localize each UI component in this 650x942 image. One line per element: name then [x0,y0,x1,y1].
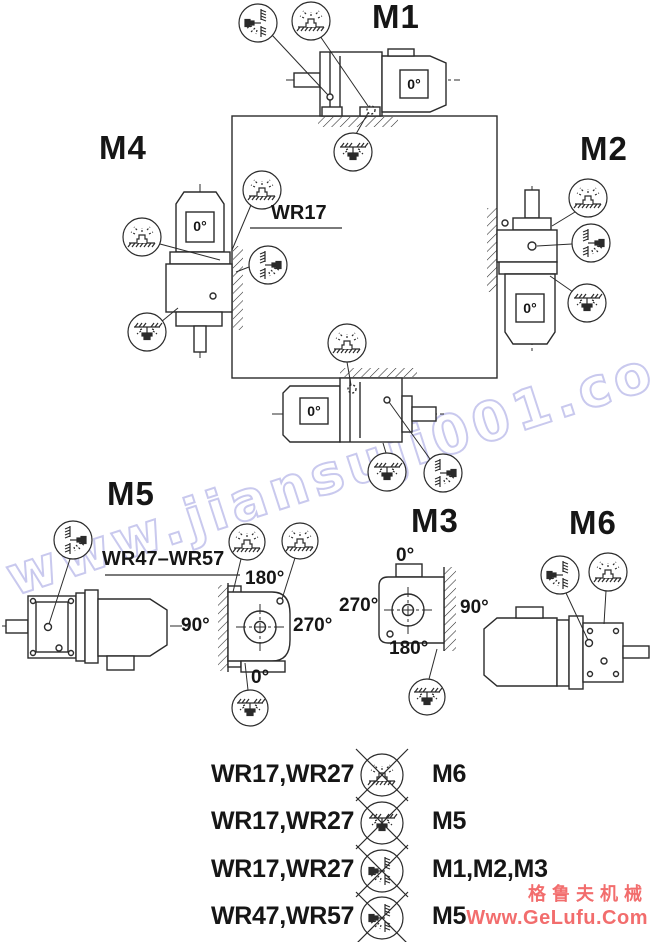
oil-drain-plug-symbol [333,132,373,172]
m2-dial-box [515,293,545,323]
plug-symbol-circles [53,1,628,942]
wall-hatch-m5-view [218,585,228,671]
m5-view-angle-right: 270° [293,615,333,636]
m3-view-angle-top: 0° [396,545,415,566]
label-m4: M4 [99,129,147,166]
m3-end-view-drawing [378,563,445,680]
floor-hatch-m1 [318,117,398,127]
label-m3: M3 [411,502,459,539]
brand-url: Www.GeLufu.Com [466,906,648,929]
m1-gearmotor-drawing [271,34,460,135]
legend-row-models: WR17,WR27 [211,807,355,835]
legend-row-positions: M5 [432,807,467,835]
m1-dial-label: 0° [407,76,421,92]
mounting-surface-hatching [218,117,497,671]
m4-dial-label: 0° [193,218,207,234]
label-m2: M2 [580,130,628,167]
m6-gearmotor-drawing [483,590,650,690]
oil-drain-plug-symbol [231,689,269,727]
label-m5: M5 [107,475,155,512]
oil-drain-plug-crossed-symbol [355,796,409,850]
breather-plug-symbol [588,552,628,592]
m5-view-angle-top: 180° [245,568,285,589]
label-m6: M6 [569,504,617,541]
label-m1: M1 [372,0,420,35]
legend-row-positions: M6 [432,760,467,788]
m1-dial-box [399,69,429,99]
m4-dial-box [185,211,215,243]
left-wall-hatch-m4 [233,246,243,330]
oil-level-plug-crossed-symbol [355,891,409,942]
legend-row-positions: M1,M2,M3 [432,855,548,883]
oil-level-plug-symbol [423,453,463,493]
label-wr17: WR17 [271,202,327,224]
oil-level-plug-symbol [571,223,611,263]
m5-gearmotor-drawing [2,558,240,671]
oil-drain-plug-symbol [127,312,167,352]
m5-view-angle-left: 90° [181,615,210,636]
brand-name-chinese: 格鲁夫机械 [528,884,648,904]
breather-plug-crossed-symbol [355,748,409,802]
breather-plug-symbol [327,323,367,363]
breather-plug-symbol [568,178,608,218]
breather-plug-symbol [122,217,162,257]
legend-row-positions: M5 [432,902,467,930]
ceiling-gearmotor-drawing [272,361,444,460]
oil-drain-plug-symbol [408,678,446,716]
breather-plug-symbol [228,523,266,561]
breather-plug-symbol [281,522,319,560]
m3-view-angle-bottom: 180° [389,638,429,659]
wall-hatch-m3-view [444,567,456,651]
ceiling-dial-label: 0° [307,403,321,419]
m5-view-angle-bottom: 0° [251,667,270,688]
m2-gearmotor-drawing [496,186,576,354]
legend-row-models: WR47,WR57 [211,902,355,930]
oil-drain-plug-symbol [367,452,407,492]
oil-drain-plug-symbol [567,283,607,323]
m3-view-angle-right: 90° [460,597,489,618]
legend-row-models: WR17,WR27 [211,855,355,883]
oil-level-plug-symbol [248,245,288,285]
site-branding: 格鲁夫机械 Www.GeLufu.Com [466,883,648,931]
m3-view-angle-left: 270° [339,595,379,616]
m2-dial-label: 0° [523,300,537,316]
m5-end-view-drawing [227,557,296,691]
breather-plug-symbol [242,170,282,210]
ceiling-hatch [340,368,417,377]
breather-plug-symbol [291,1,331,41]
legend-row-models: WR17,WR27 [211,760,355,788]
label-wr47-wr57: WR47–WR57 [102,548,225,570]
oil-level-plug-symbol [53,520,93,560]
ceiling-motor-dial-box [299,397,329,425]
m4-gearmotor-drawing [159,184,342,358]
right-wall-hatch-m2 [487,208,497,292]
oil-level-plug-symbol [238,3,278,43]
oil-level-plug-crossed-symbol [355,844,409,898]
oil-level-plug-symbol [540,555,580,595]
